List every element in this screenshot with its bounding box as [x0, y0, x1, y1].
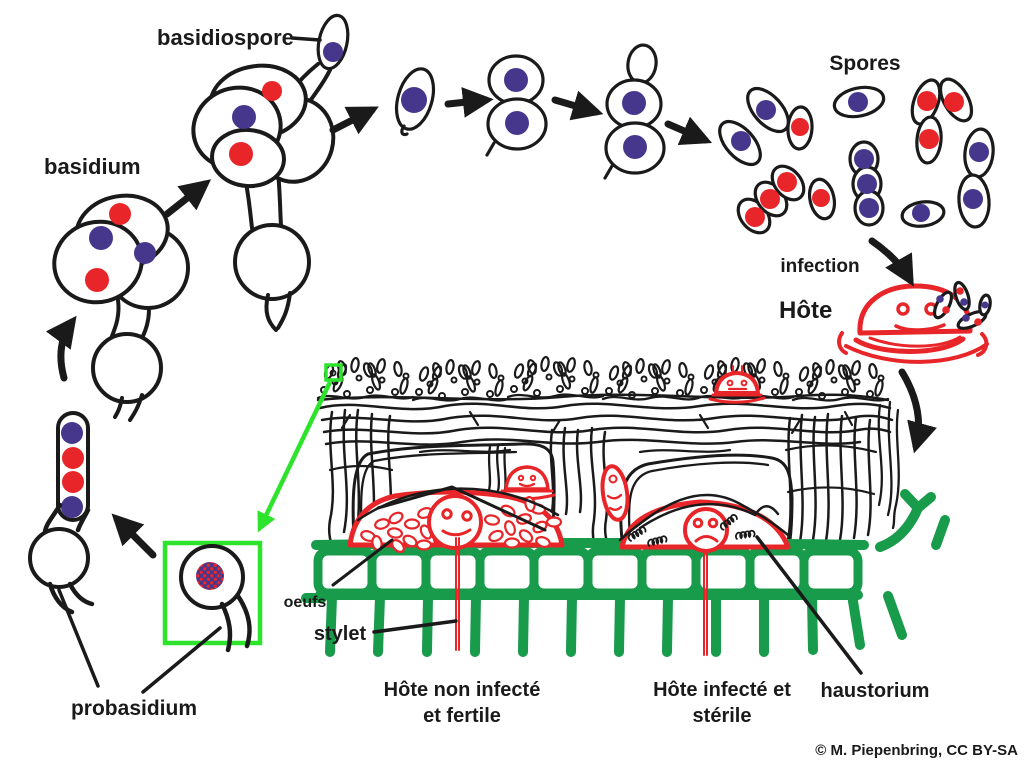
arrow-to-free-spore — [329, 106, 379, 135]
haustorium-pointer — [755, 535, 863, 675]
basidiospore-pointer — [290, 36, 322, 42]
mat-insect-side-view — [600, 464, 630, 522]
zoom-box — [162, 540, 263, 646]
label-spores: Spores — [829, 52, 900, 75]
label-hote: Hôte — [779, 297, 832, 324]
infected-host-drawing — [618, 493, 791, 656]
spores-on-host — [932, 280, 992, 330]
arrow-to-probasidium — [111, 513, 157, 559]
probasidium-drawing — [28, 411, 95, 615]
basidium-stage2-drawing — [191, 13, 350, 332]
basidium-stage1-drawing — [52, 193, 190, 422]
label-host-fertile-line1: Hôte non infecté — [384, 679, 541, 701]
stylet-pointer — [372, 619, 458, 634]
diploid-nucleus — [196, 562, 224, 590]
label-infection: infection — [780, 256, 859, 277]
plant-tissue — [301, 489, 950, 657]
host-insect-drawing — [837, 280, 992, 364]
arrow-to-budding — [551, 90, 604, 121]
oeufs-pointer — [331, 538, 394, 587]
stylet-fertile — [455, 537, 460, 651]
arrow-basidium-to-basidiospore — [163, 179, 212, 218]
label-oeufs: oeufs — [284, 594, 327, 611]
fungal-mat-illustration — [257, 355, 950, 657]
stylet-infected — [703, 549, 708, 656]
mat-insect-on-top — [708, 365, 766, 404]
label-haustorium: haustorium — [821, 680, 930, 702]
arrow-to-two-cell — [444, 87, 494, 118]
label-stylet: stylet — [314, 623, 367, 645]
label-host-fertile-line2: et fertile — [423, 705, 501, 727]
spore-cluster-drawing — [718, 77, 995, 235]
arrow-to-mat — [898, 368, 937, 454]
probasidium-pointer-right — [141, 626, 222, 694]
zoom-source-box — [324, 363, 343, 382]
arrow-to-spores — [664, 116, 713, 145]
label-basidium: basidium — [44, 154, 141, 179]
label-host-sterile-line2: stérile — [693, 705, 752, 727]
zoom-box-group — [162, 540, 263, 653]
zoom-link-line — [257, 381, 333, 533]
fertile-host-drawing — [347, 485, 565, 651]
label-basidiospore: basidiospore — [157, 25, 294, 50]
label-probasidium: probasidium — [71, 697, 197, 720]
pointer-lines — [57, 36, 863, 694]
cycle-arrows — [45, 87, 937, 559]
free-basidiospore-drawing — [394, 67, 436, 137]
budding-stage-drawing — [603, 43, 666, 180]
credit-line: © M. Piepenbring, CC BY-SA — [815, 742, 1018, 759]
label-host-sterile-line1: Hôte infecté et — [653, 679, 791, 701]
arrow-probasidium-to-basidium — [45, 315, 77, 382]
two-cell-stage-drawing — [485, 54, 548, 157]
arrow-infection — [868, 237, 914, 287]
probasidium-pointer-left — [57, 588, 100, 688]
